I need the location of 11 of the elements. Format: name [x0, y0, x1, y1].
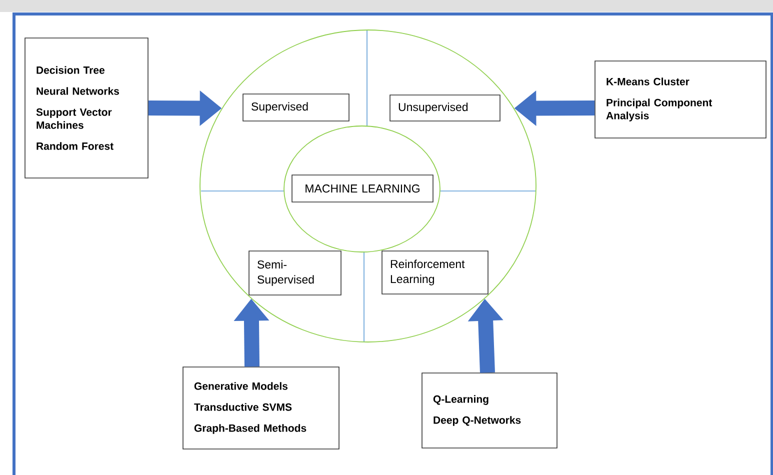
category-box: Semi-Supervised	[248, 250, 342, 296]
category-box: Reinforcement Learning	[382, 250, 488, 294]
ring	[284, 126, 440, 252]
list-box: Generative Models Transductive SVMS Graph-Based Methods	[182, 366, 340, 450]
category-box: MACHINE LEARNING	[292, 174, 434, 202]
list-box: K-Means Cluster Principal Component Analysis	[594, 60, 766, 138]
list-box: Q-Learning Deep Q-Networks	[422, 372, 558, 448]
category-box: Unsupervised	[390, 94, 500, 122]
list-box: Decision Tree Neural Networks Support Vector Machines Random Forest	[24, 38, 148, 178]
category-box: Supervised	[242, 94, 350, 122]
ring	[200, 30, 536, 342]
